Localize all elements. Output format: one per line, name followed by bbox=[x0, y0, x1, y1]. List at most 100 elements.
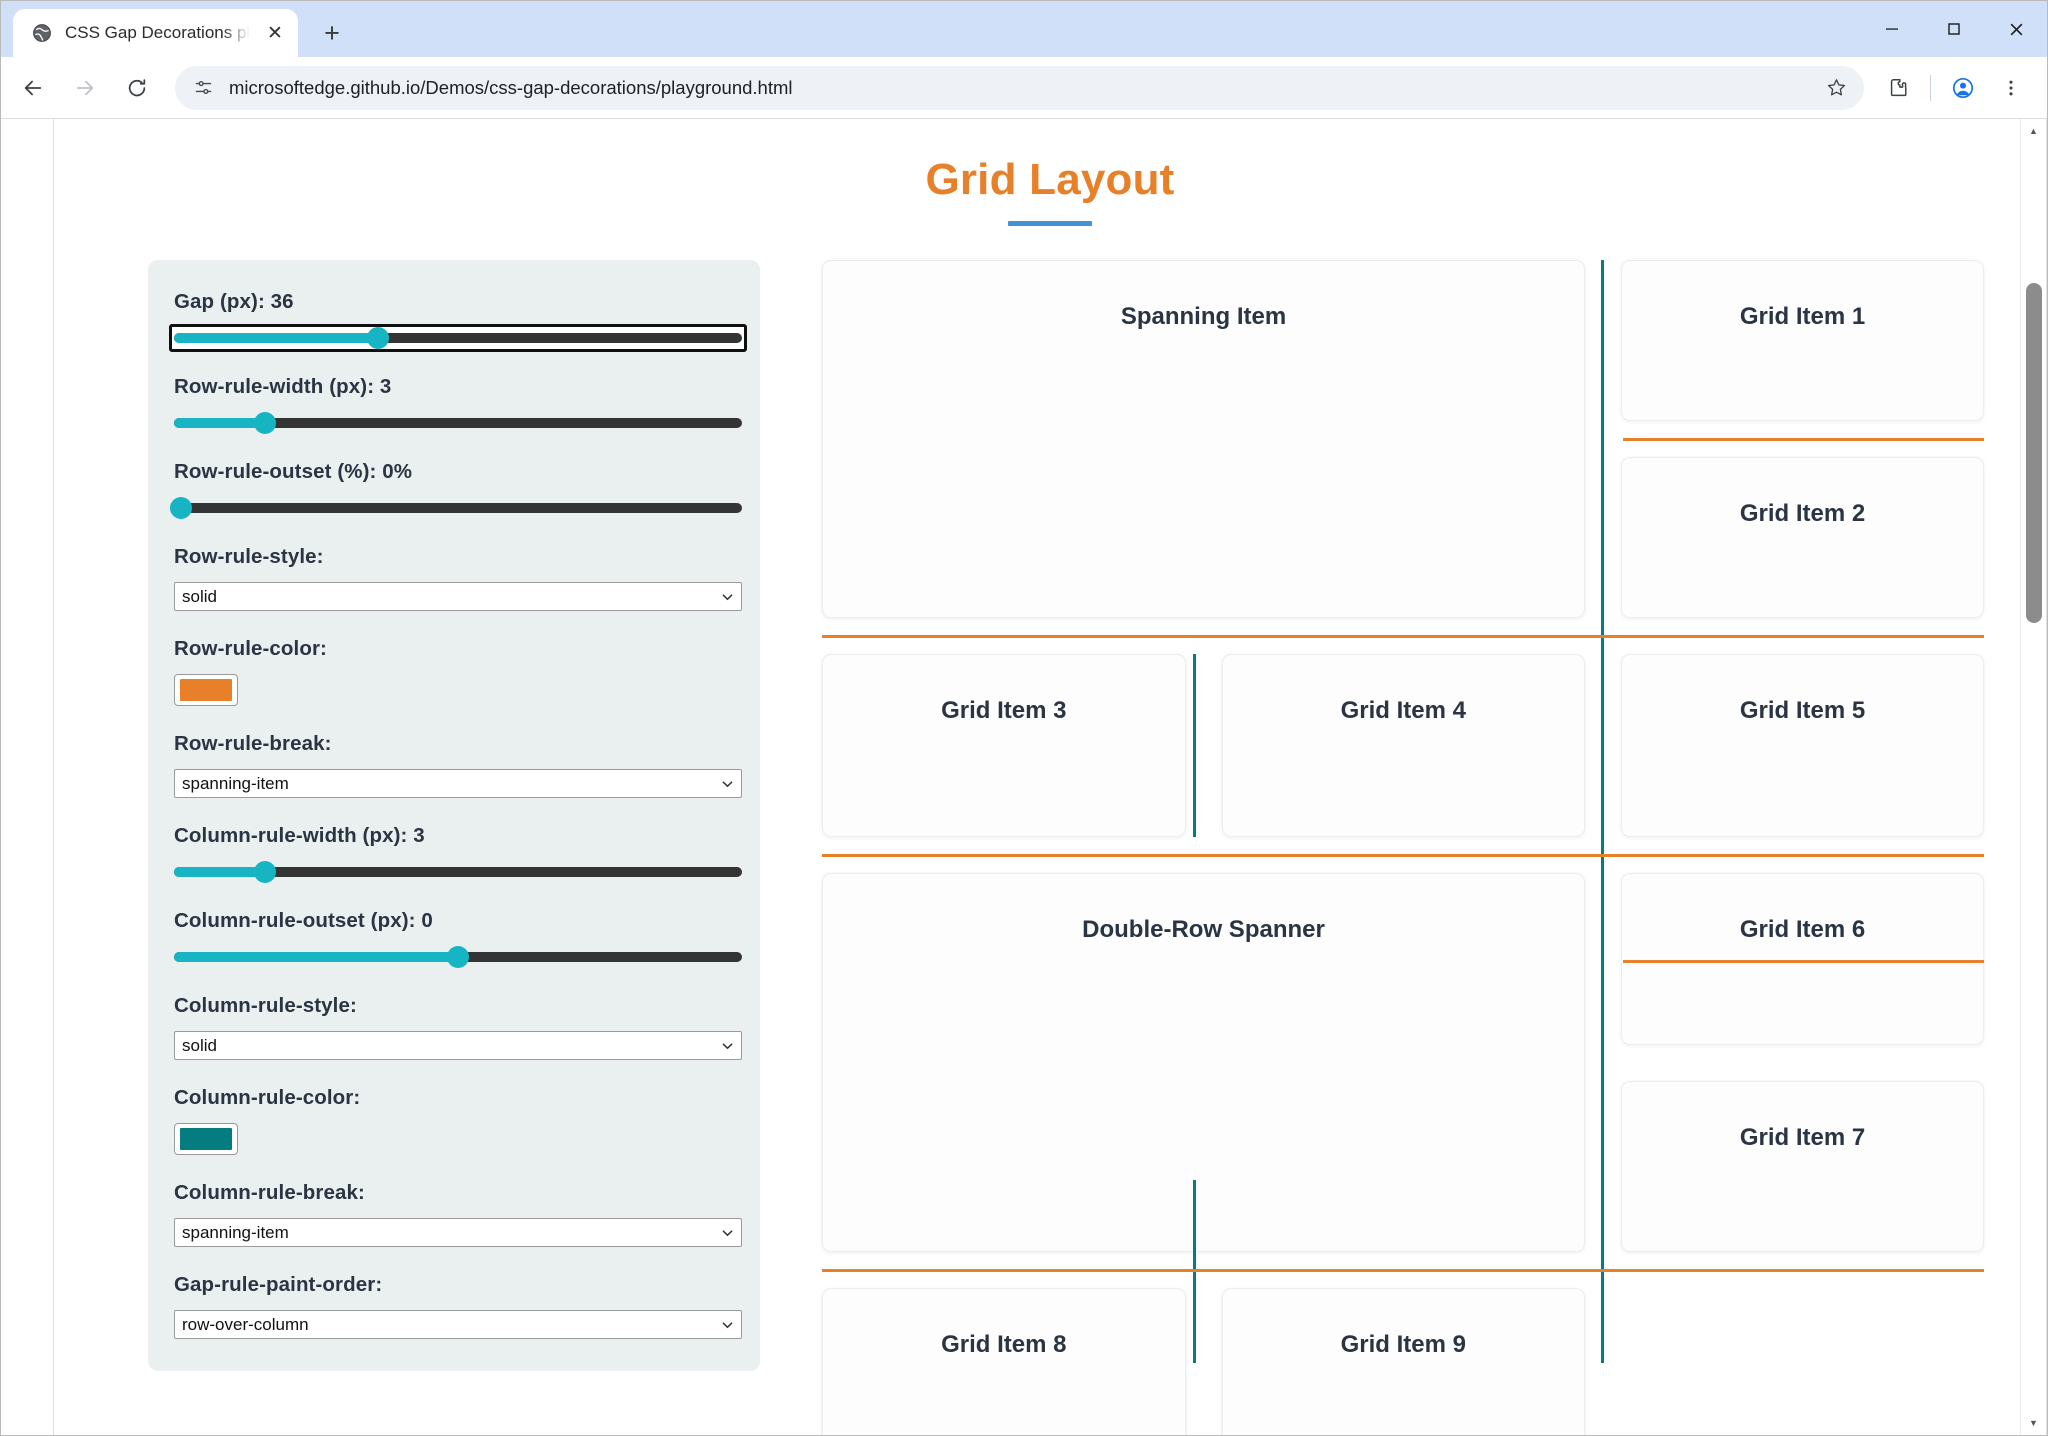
tab-close-icon[interactable]: ✕ bbox=[267, 22, 283, 44]
column-rule-style-value: solid bbox=[182, 1035, 217, 1055]
page-scrollbar[interactable]: ▲ ▼ bbox=[2020, 119, 2046, 1435]
row-rule-width-slider[interactable] bbox=[174, 412, 742, 434]
control-row-rule-style: Row-rule-style: solid bbox=[174, 545, 742, 611]
address-bar[interactable]: microsoftedge.github.io/Demos/css-gap-de… bbox=[175, 65, 1864, 110]
forward-button bbox=[61, 64, 109, 112]
back-button[interactable] bbox=[9, 64, 57, 112]
maximize-button[interactable] bbox=[1923, 1, 1985, 57]
page-title: Grid Layout bbox=[925, 155, 1175, 204]
row-rule-color-label: Row-rule-color: bbox=[174, 637, 327, 660]
page-left-gutter bbox=[1, 119, 53, 1435]
scroll-up-arrow-icon[interactable]: ▲ bbox=[2029, 126, 2038, 136]
control-column-rule-break: Column-rule-break: spanning-item bbox=[174, 1181, 742, 1247]
gap-rule-paint-order-select[interactable]: row-over-column bbox=[174, 1310, 742, 1339]
extensions-icon[interactable] bbox=[1876, 66, 1920, 110]
column-rule-subrow-3-4 bbox=[1193, 654, 1196, 837]
tune-icon[interactable] bbox=[189, 74, 217, 102]
grid-cell-item-1[interactable]: Grid Item 1 bbox=[1621, 260, 1984, 421]
column-rule-break-select[interactable]: spanning-item bbox=[174, 1218, 742, 1247]
new-tab-button[interactable]: + bbox=[324, 17, 340, 48]
row-rule-style-value: solid bbox=[182, 586, 217, 606]
column-rule-style-select[interactable]: solid bbox=[174, 1031, 742, 1060]
grid-cell-label: Grid Item 6 bbox=[1739, 916, 1866, 943]
gap-slider[interactable] bbox=[169, 324, 747, 352]
minimize-button[interactable] bbox=[1861, 1, 1923, 57]
column-rule-outset-label: Column-rule-outset (px): 0 bbox=[174, 909, 433, 932]
column-rule-width-slider-thumb[interactable] bbox=[253, 861, 276, 883]
reload-button[interactable] bbox=[113, 64, 161, 112]
column-rule-outset-slider[interactable] bbox=[174, 946, 742, 968]
grid-demo: Spanning Item Grid Item 1 Grid Item 2 bbox=[822, 260, 1984, 1435]
row-rule-style-select[interactable]: solid bbox=[174, 582, 742, 611]
row-rule-width-slider-thumb[interactable] bbox=[253, 412, 276, 434]
grid-cell-item-8[interactable]: Grid Item 8 bbox=[822, 1288, 1186, 1435]
row-rule-break-label: Row-rule-break: bbox=[174, 732, 332, 755]
column-rule-break-value: spanning-item bbox=[182, 1222, 289, 1242]
gap-rule-paint-order-label: Gap-rule-paint-order: bbox=[174, 1273, 383, 1296]
chevron-down-icon bbox=[719, 1225, 735, 1241]
grid-cell-label: Grid Item 2 bbox=[1739, 500, 1866, 527]
column-rule-outset-slider-track bbox=[174, 946, 742, 968]
control-gap: Gap (px): 36 bbox=[169, 290, 747, 352]
column-rule-main bbox=[1601, 260, 1604, 1363]
column-rule-outset-slider-thumb[interactable] bbox=[447, 946, 469, 968]
scroll-down-arrow-icon[interactable]: ▼ bbox=[2029, 1418, 2038, 1428]
control-row-rule-break: Row-rule-break: spanning-item bbox=[174, 732, 742, 798]
grid-cell-item-4[interactable]: Grid Item 4 bbox=[1221, 654, 1585, 837]
row-rule-outset-label: Row-rule-outset (%): 0% bbox=[174, 460, 413, 483]
scrollbar-thumb[interactable] bbox=[2025, 283, 2042, 623]
row-rule-style-label: Row-rule-style: bbox=[174, 545, 324, 568]
grid-cell-label: Grid Item 4 bbox=[1340, 697, 1466, 724]
three-dot-menu-icon[interactable] bbox=[1989, 66, 2033, 110]
main-layout: Gap (px): 36 Row-rule-width (px): 3 bbox=[108, 260, 1992, 1435]
web-page: Grid Layout Gap (px): 36 bbox=[53, 119, 2047, 1435]
row-rule-3 bbox=[822, 1269, 1984, 1272]
row-rule-right-group-1 bbox=[1623, 438, 1984, 441]
globe-icon bbox=[31, 22, 53, 44]
grid-cell-item-6[interactable]: Grid Item 6 bbox=[1621, 873, 1984, 1045]
chevron-down-icon bbox=[719, 589, 735, 605]
grid-right-column-group-2: Grid Item 6 Grid Item 7 bbox=[1621, 873, 1984, 1252]
control-gap-rule-paint-order: Gap-rule-paint-order: row-over-column bbox=[174, 1273, 742, 1339]
bookmark-star-icon[interactable] bbox=[1816, 68, 1856, 108]
grid-cell-label: Grid Item 3 bbox=[941, 697, 1067, 724]
gap-slider-thumb[interactable] bbox=[367, 327, 390, 349]
tab-title: CSS Gap Decorations playgroun bbox=[65, 23, 250, 42]
grid-cell-item-3[interactable]: Grid Item 3 bbox=[822, 654, 1186, 837]
browser-tab[interactable]: CSS Gap Decorations playgroun ✕ bbox=[13, 9, 298, 57]
window-controls bbox=[1861, 1, 2047, 57]
demo-grid: Spanning Item Grid Item 1 Grid Item 2 bbox=[822, 260, 1984, 1435]
column-rule-width-slider[interactable] bbox=[174, 861, 742, 883]
grid-cell-item-9[interactable]: Grid Item 9 bbox=[1221, 1288, 1585, 1435]
page-viewport: Grid Layout Gap (px): 36 bbox=[1, 119, 2047, 1435]
row-rule-color-picker[interactable] bbox=[174, 674, 238, 706]
scrollbar-track[interactable] bbox=[2021, 143, 2047, 1411]
row-rule-2 bbox=[822, 854, 1984, 857]
column-rule-color-picker[interactable] bbox=[174, 1123, 238, 1155]
account-circle-icon[interactable] bbox=[1941, 66, 1985, 110]
grid-cell-item-5[interactable]: Grid Item 5 bbox=[1621, 654, 1984, 837]
gap-slider-track bbox=[174, 327, 742, 349]
grid-cell-label: Grid Item 9 bbox=[1340, 1331, 1466, 1358]
grid-cell-item-7[interactable]: Grid Item 7 bbox=[1621, 1080, 1984, 1252]
row-rule-color-swatch bbox=[180, 679, 232, 701]
chevron-down-icon bbox=[719, 776, 735, 792]
controls-panel: Gap (px): 36 Row-rule-width (px): 3 bbox=[148, 260, 760, 1371]
column-rule-outset-slider-fill bbox=[174, 952, 458, 962]
grid-cell-item-2[interactable]: Grid Item 2 bbox=[1621, 457, 1984, 618]
column-rule-color-label: Column-rule-color: bbox=[174, 1086, 361, 1109]
close-button[interactable] bbox=[1985, 1, 2047, 57]
grid-cell-spanning-item[interactable]: Spanning Item bbox=[822, 260, 1585, 618]
control-row-rule-color: Row-rule-color: bbox=[174, 637, 734, 706]
row-rule-break-select[interactable]: spanning-item bbox=[174, 769, 742, 798]
row-rule-outset-slider-thumb[interactable] bbox=[170, 497, 193, 519]
grid-cell-empty bbox=[1621, 1288, 1984, 1435]
column-rule-width-label: Column-rule-width (px): 3 bbox=[174, 824, 425, 847]
row-rule-outset-slider-track bbox=[170, 497, 742, 519]
url-text: microsoftedge.github.io/Demos/css-gap-de… bbox=[229, 76, 793, 98]
grid-cell-double-row-spanner[interactable]: Double-Row Spanner bbox=[822, 873, 1585, 1252]
grid-cell-label: Grid Item 8 bbox=[941, 1331, 1067, 1358]
row-rule-outset-slider[interactable] bbox=[170, 497, 742, 519]
control-column-rule-style: Column-rule-style: solid bbox=[174, 994, 742, 1060]
